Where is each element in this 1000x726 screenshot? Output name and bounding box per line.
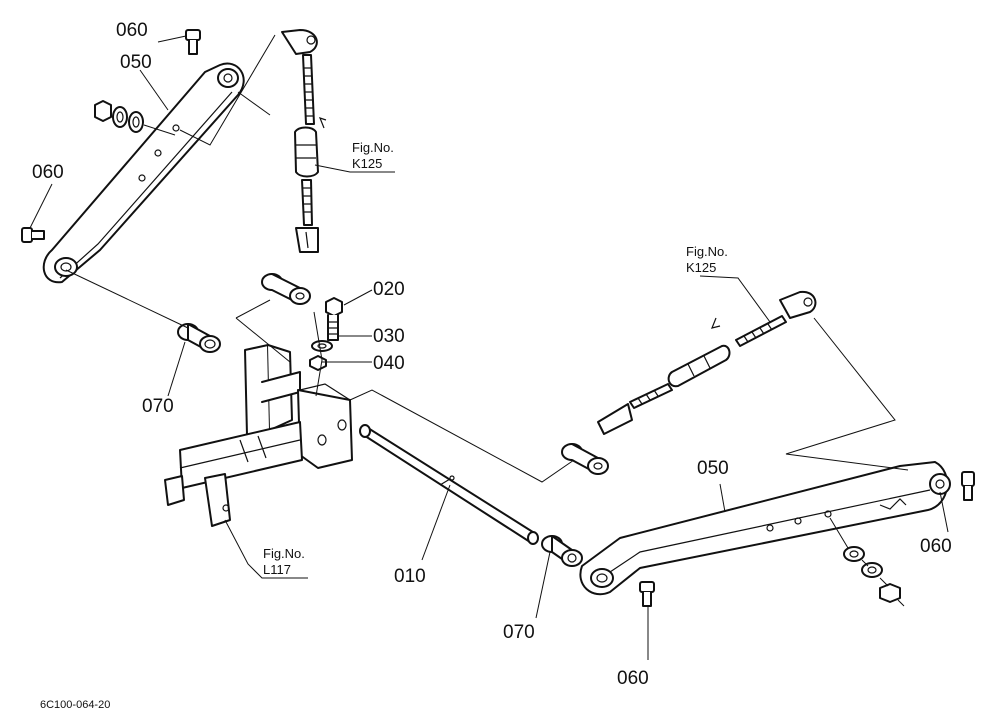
label-030: 030 bbox=[373, 326, 405, 347]
label-010: 010 bbox=[394, 566, 426, 587]
left-lift-rod bbox=[281, 29, 327, 253]
drawing-code: 6C100-064-20 bbox=[40, 699, 110, 711]
fig-ref-label-right: Fig.No. bbox=[686, 244, 728, 259]
left-upper-bolt bbox=[185, 29, 201, 55]
center-frame bbox=[164, 344, 353, 527]
left-lift-link bbox=[42, 62, 245, 284]
fig-ref-k125-right: K125 bbox=[686, 260, 716, 275]
right-rod-pin bbox=[561, 443, 609, 475]
part-labels: 060 050 060 070 020 030 040 010 070 050 … bbox=[32, 20, 952, 689]
fig-ref-k125-left: K125 bbox=[352, 156, 382, 171]
left-rod-pin bbox=[261, 273, 311, 305]
right-end-bolt bbox=[961, 471, 975, 501]
label-060-right: 060 bbox=[920, 536, 952, 557]
label-070-right: 070 bbox=[503, 622, 535, 643]
right-lift-rod bbox=[597, 290, 817, 435]
nut-040 bbox=[309, 355, 327, 371]
label-060-left: 060 bbox=[32, 162, 64, 183]
right-lift-link bbox=[579, 461, 951, 595]
left-spacer-070 bbox=[177, 323, 221, 353]
label-060-bottom: 060 bbox=[617, 668, 649, 689]
fig-ref-l117: L117 bbox=[263, 562, 291, 577]
right-washer-set bbox=[829, 517, 905, 607]
label-060-top-left: 060 bbox=[116, 20, 148, 41]
label-050-left: 050 bbox=[120, 52, 152, 73]
left-washer-set bbox=[94, 100, 176, 136]
right-spacer-070 bbox=[541, 535, 583, 567]
figure-references: Fig.No. K125 Fig.No. K125 Fig.No. L117 bbox=[263, 140, 728, 577]
left-lower-bolt bbox=[21, 227, 45, 243]
label-070-left: 070 bbox=[142, 396, 174, 417]
washer-030 bbox=[311, 340, 333, 352]
label-020: 020 bbox=[373, 279, 405, 300]
bolt-020 bbox=[325, 297, 343, 341]
fig-ref-label-left: Fig.No. bbox=[352, 140, 394, 155]
right-lower-bolt bbox=[639, 581, 655, 607]
fig-ref-label-bottom: Fig.No. bbox=[263, 546, 305, 561]
label-050-right: 050 bbox=[697, 458, 729, 479]
label-040: 040 bbox=[373, 353, 405, 374]
leader-lines bbox=[29, 34, 949, 660]
cross-shaft-010 bbox=[359, 424, 539, 545]
